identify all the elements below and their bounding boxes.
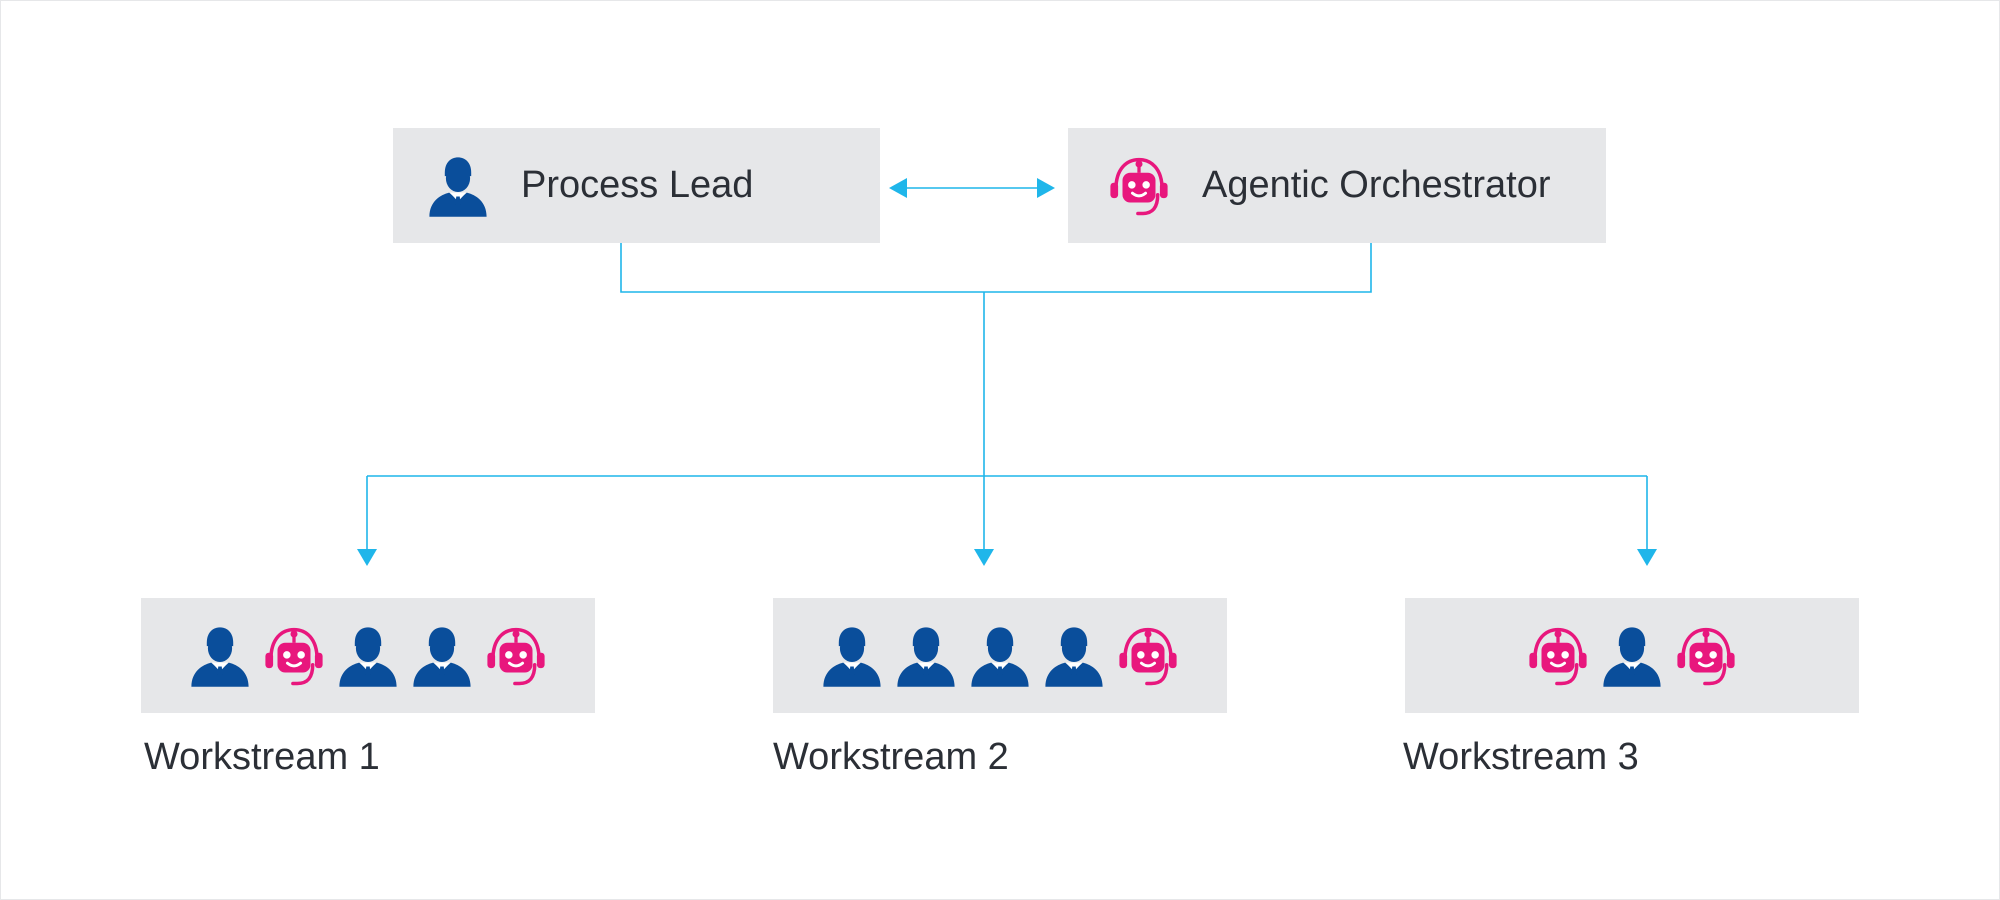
workstream-1-box bbox=[141, 598, 595, 713]
robot-headset-icon bbox=[1525, 623, 1591, 689]
workstream-3-box bbox=[1405, 598, 1859, 713]
workstream-2-box bbox=[773, 598, 1227, 713]
person-icon bbox=[409, 623, 475, 689]
person-icon bbox=[819, 623, 885, 689]
person-icon bbox=[335, 623, 401, 689]
arrowhead-right bbox=[1037, 178, 1055, 198]
person-icon bbox=[425, 153, 491, 219]
robot-headset-icon bbox=[483, 623, 549, 689]
arrowhead-workstream-3 bbox=[1637, 549, 1657, 566]
robot-headset-icon bbox=[1673, 623, 1739, 689]
process-lead-box: Process Lead bbox=[393, 128, 880, 243]
robot-headset-icon bbox=[1106, 153, 1172, 219]
person-icon bbox=[1599, 623, 1665, 689]
arrowhead-left bbox=[889, 178, 907, 198]
agentic-orchestrator-label: Agentic Orchestrator bbox=[1202, 164, 1551, 206]
person-icon bbox=[187, 623, 253, 689]
person-icon bbox=[1041, 623, 1107, 689]
workstream-3-label: Workstream 3 bbox=[1403, 736, 1639, 778]
person-icon bbox=[967, 623, 1033, 689]
workstream-1-label: Workstream 1 bbox=[144, 736, 380, 778]
workstream-2-label: Workstream 2 bbox=[773, 736, 1009, 778]
top-bracket bbox=[620, 243, 1372, 293]
robot-headset-icon bbox=[1115, 623, 1181, 689]
person-icon bbox=[893, 623, 959, 689]
agentic-orchestrator-box: Agentic Orchestrator bbox=[1068, 128, 1606, 243]
arrowhead-workstream-1 bbox=[357, 549, 377, 566]
process-lead-label: Process Lead bbox=[521, 164, 754, 206]
arrowhead-workstream-2 bbox=[974, 549, 994, 566]
robot-headset-icon bbox=[261, 623, 327, 689]
